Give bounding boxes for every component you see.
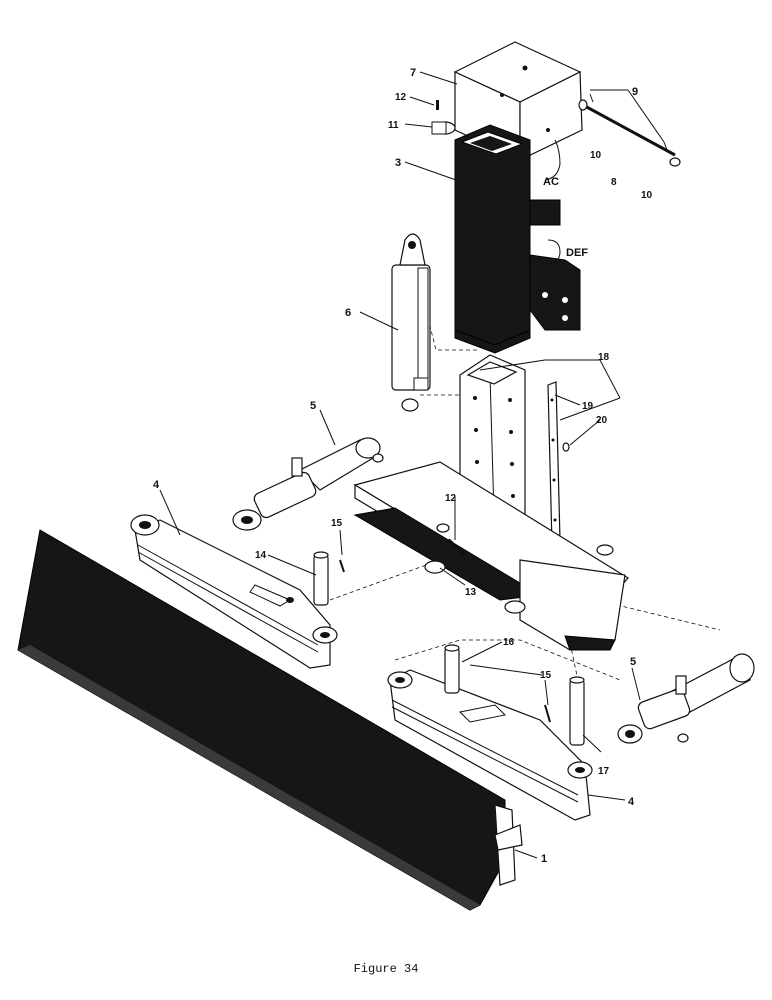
callout-4-right: 4 xyxy=(628,796,635,808)
pin-15a xyxy=(339,559,345,573)
callout-def: DEF xyxy=(566,247,588,259)
callout-6: 6 xyxy=(345,307,351,319)
callout-12-top: 12 xyxy=(395,92,407,103)
callout-7: 7 xyxy=(410,67,416,79)
part-4-right-arm xyxy=(387,669,593,821)
callout-3: 3 xyxy=(395,157,401,169)
part-1-blade xyxy=(17,529,523,911)
washer-10b xyxy=(669,157,681,167)
callout-5-left: 5 xyxy=(310,400,316,412)
leader-lines xyxy=(159,71,665,859)
callout-14: 14 xyxy=(255,550,267,561)
figure-caption: Figure 34 xyxy=(353,962,419,976)
part-19-strip-and-20-bolt xyxy=(547,381,570,547)
callout-19: 19 xyxy=(582,401,594,412)
callout-12-mid: 12 xyxy=(445,493,457,504)
callout-17: 17 xyxy=(598,766,610,777)
callout-16: 16 xyxy=(503,637,515,648)
callout-labels: 7 9 12 11 10 3 AC 8 10 DEF 6 18 19 20 5 … xyxy=(153,67,653,865)
part-5-left-cylinder xyxy=(232,437,384,531)
pin-17 xyxy=(569,679,585,746)
callout-5-right: 5 xyxy=(630,656,636,668)
part-3-tower-frame xyxy=(454,124,581,354)
pin-14 xyxy=(313,554,329,606)
callout-10-right: 10 xyxy=(641,190,653,201)
callout-20: 20 xyxy=(596,415,608,426)
part-5-right-cylinder xyxy=(617,653,755,744)
callout-4-left: 4 xyxy=(153,479,160,491)
top-pins-and-washers xyxy=(431,93,681,167)
washer-10a xyxy=(578,99,588,111)
base-frame xyxy=(353,461,629,651)
pin-16 xyxy=(444,647,460,694)
pin-15b xyxy=(544,704,551,723)
callout-10-left: 10 xyxy=(590,150,602,161)
callout-9: 9 xyxy=(632,86,638,98)
callout-ac: AC xyxy=(543,176,559,188)
pin-12-top xyxy=(436,100,439,110)
callout-15-right: 15 xyxy=(540,670,552,681)
callout-18: 18 xyxy=(598,352,610,363)
part-4-left-arm xyxy=(130,514,338,669)
callout-15-left: 15 xyxy=(331,518,343,529)
pins-14-15-16-17 xyxy=(313,538,585,746)
callout-11: 11 xyxy=(388,120,399,131)
part-6-vertical-cylinder xyxy=(391,233,431,412)
callout-1: 1 xyxy=(541,853,547,865)
callout-8: 8 xyxy=(611,177,617,188)
callout-13: 13 xyxy=(465,587,477,598)
